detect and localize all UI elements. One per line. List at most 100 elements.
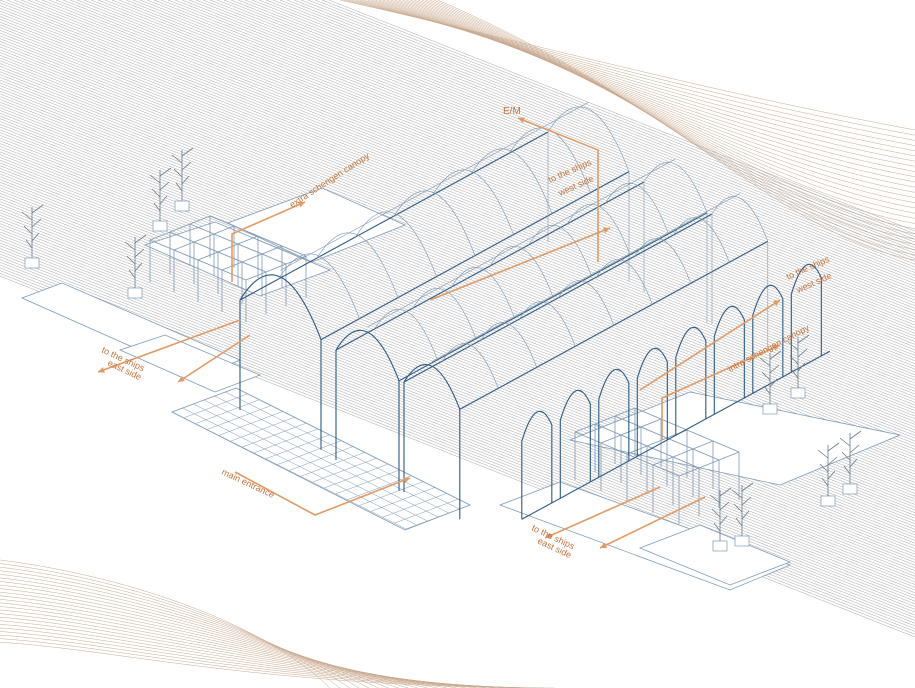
hatch-line (76, 0, 915, 688)
hatch-line (90, 0, 915, 688)
tree-branch (134, 262, 143, 272)
contour-line-top (367, 0, 915, 167)
vault-rib (355, 211, 437, 277)
tree-planter (734, 535, 750, 547)
hatch-line (265, 0, 915, 688)
hatch-line (132, 0, 915, 688)
hatch-line (118, 0, 915, 688)
hatch-line (181, 0, 915, 688)
hatch-line (272, 0, 915, 688)
hatch-line (195, 0, 915, 688)
tile-line (235, 387, 471, 506)
tree-branch (735, 517, 743, 527)
arrow-head (600, 542, 607, 548)
arrow-shaft (177, 334, 251, 383)
tree-branch (733, 503, 743, 513)
hatch-line (853, 0, 915, 688)
hatch-line (125, 0, 915, 688)
arrow-head (298, 201, 305, 208)
tree-branch (128, 269, 136, 279)
left-upper-slab (226, 187, 407, 263)
tree-branch (159, 181, 170, 191)
route-arrows (97, 117, 781, 549)
east-ships-arrow-1 (97, 319, 241, 373)
back-arch (547, 106, 630, 282)
hatch-line (307, 0, 915, 688)
arrow-head (403, 477, 410, 484)
vault-rib (432, 169, 514, 235)
arrow-head (178, 376, 185, 382)
tree-branch (789, 355, 799, 365)
tile-line (182, 407, 417, 526)
right-east-walkway (638, 524, 792, 586)
tree-branch (151, 188, 161, 198)
arrow-shaft (599, 496, 706, 549)
tree-planter (790, 387, 806, 399)
tree-branch (711, 508, 721, 518)
hatch-line (69, 0, 915, 688)
front-arch (335, 329, 400, 491)
tree-branch (31, 232, 40, 242)
hatch-line (20, 0, 915, 688)
arcade-arch (675, 326, 707, 436)
contour-line-bottom (0, 627, 516, 688)
contour-line-top (394, 0, 915, 204)
vault-rib (470, 148, 553, 214)
tree-branch (31, 218, 42, 228)
arrow-shaft (234, 471, 411, 516)
arrow-shaft (97, 319, 241, 373)
hatch-line (27, 0, 915, 688)
vault-rib (412, 288, 477, 339)
arcade-arch (713, 305, 745, 415)
vaulted-terminal-building (239, 102, 831, 520)
hatch-line (167, 0, 915, 688)
contour-line-top (417, 0, 915, 235)
tree-branch (181, 175, 190, 185)
vault-rib (374, 309, 438, 360)
arrow-shaft (517, 117, 599, 262)
canopy-beam (574, 407, 636, 433)
arrow-shaft (544, 486, 661, 539)
hatch-line (209, 0, 915, 688)
tree-branch (843, 465, 851, 475)
tree-branch (769, 378, 778, 388)
hatch-line (146, 0, 915, 688)
arrow-head (518, 117, 525, 124)
main-entrance-label: main entrance (220, 467, 276, 500)
east-ships-arrow-4 (599, 496, 706, 549)
tile-line (225, 391, 460, 510)
contour-line-top (378, 0, 915, 183)
hatch-line (34, 0, 915, 688)
contour-line-bottom (0, 620, 496, 688)
tree-branch (31, 204, 44, 214)
contour-line-top (390, 0, 915, 198)
hatch-line (895, 0, 915, 688)
